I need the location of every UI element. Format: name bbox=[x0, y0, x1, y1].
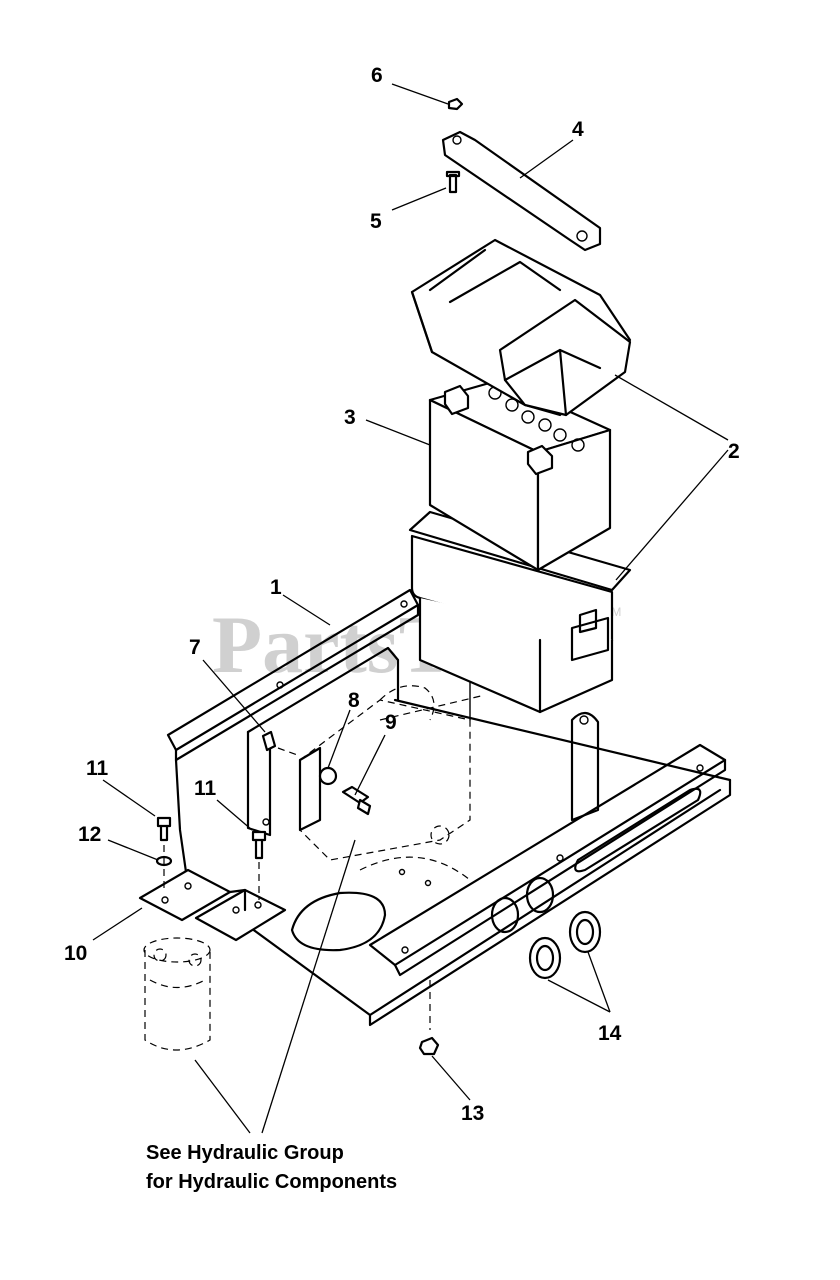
assembly-centerlines bbox=[163, 694, 486, 1030]
leader-lines bbox=[92, 83, 729, 1134]
filter-bolt-left bbox=[156, 816, 172, 842]
callout-4: 4 bbox=[572, 118, 584, 141]
hydraulic-filter-ghost bbox=[143, 937, 211, 1051]
callout-8: 8 bbox=[348, 689, 360, 712]
callout-2: 2 bbox=[728, 440, 740, 463]
callout-3: 3 bbox=[344, 406, 356, 429]
callout-labels: 1 2 3 4 5 6 7 8 9 10 11 11 12 13 14 bbox=[64, 64, 740, 1125]
strap-bolt bbox=[445, 170, 461, 194]
callout-11-left: 11 bbox=[86, 757, 109, 780]
hold-down-strap bbox=[441, 130, 602, 252]
callout-11-right: 11 bbox=[194, 777, 217, 800]
callout-12: 12 bbox=[78, 823, 101, 846]
grommets bbox=[528, 910, 602, 980]
callout-7: 7 bbox=[189, 636, 201, 659]
strap-nut bbox=[447, 97, 464, 111]
callout-6: 6 bbox=[371, 64, 383, 87]
clamp-bracket bbox=[261, 730, 277, 752]
filter-bolt-right bbox=[251, 830, 267, 860]
note-line-1: See Hydraulic Group bbox=[146, 1142, 344, 1164]
callout-10: 10 bbox=[64, 942, 87, 965]
callout-13: 13 bbox=[461, 1102, 484, 1125]
hydraulic-note: See Hydraulic Group for Hydraulic Compon… bbox=[146, 1142, 397, 1193]
callout-5: 5 bbox=[370, 210, 382, 233]
filter-bracket bbox=[138, 868, 287, 942]
callout-1: 1 bbox=[270, 576, 282, 599]
floor-nut bbox=[418, 1036, 440, 1056]
note-line-2: for Hydraulic Components bbox=[146, 1171, 397, 1193]
callout-14: 14 bbox=[598, 1022, 622, 1045]
battery bbox=[428, 378, 612, 572]
battery-cover bbox=[410, 238, 632, 417]
callout-9: 9 bbox=[385, 711, 397, 734]
hydraulic-pump-ghost bbox=[299, 685, 471, 881]
